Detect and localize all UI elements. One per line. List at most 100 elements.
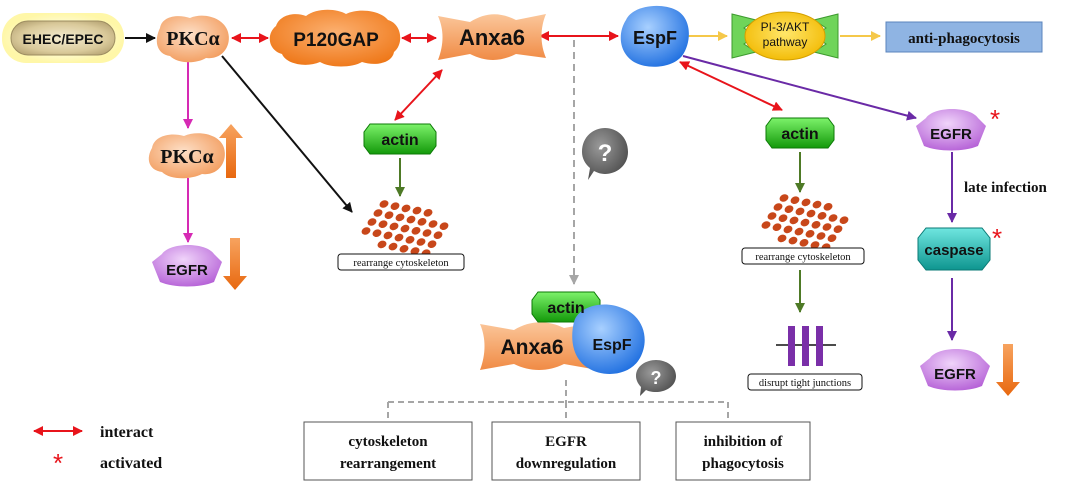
rearrange-cytoskeleton-left: rearrange cytoskeleton bbox=[337, 253, 465, 271]
pkca-top-label: PKCα bbox=[166, 28, 219, 50]
filament-bead bbox=[395, 213, 405, 222]
filament-bead bbox=[823, 203, 833, 211]
filament-bead bbox=[800, 218, 810, 227]
outcome-3-line1: inhibition of bbox=[704, 434, 784, 450]
legend-asterisk-symbol: * bbox=[53, 448, 63, 478]
filament-bead bbox=[400, 224, 410, 233]
outcome-egfr-downregulation: EGFR downregulation bbox=[491, 421, 641, 481]
question-bubble-bottom: ? bbox=[636, 360, 676, 396]
anti-phagocytosis-label: anti-phagocytosis bbox=[908, 31, 1020, 47]
filament-bead bbox=[833, 225, 843, 233]
tight-junction-icon bbox=[776, 326, 836, 366]
egfr-right-top-label: EGFR bbox=[930, 126, 972, 143]
egfr-activated-asterisk: * bbox=[990, 104, 1000, 134]
filament-bead bbox=[784, 205, 794, 213]
arrow-espf-to-egfr-right bbox=[682, 55, 917, 121]
arrows-layer bbox=[125, 31, 957, 420]
filament-bead bbox=[401, 204, 411, 213]
filament-bead bbox=[812, 200, 822, 209]
caspase-activated-asterisk: * bbox=[992, 223, 1002, 253]
filament-bead bbox=[417, 218, 427, 226]
filament-bead bbox=[411, 227, 421, 235]
anti-phagocytosis-node: anti-phagocytosis bbox=[885, 21, 1043, 53]
outcome-cytoskeleton-rearrangement: cytoskeleton rearrangement bbox=[303, 421, 473, 481]
filament-bead bbox=[361, 227, 371, 235]
question-top-label: ? bbox=[598, 140, 613, 167]
p120gap-label: P120GAP bbox=[293, 30, 379, 51]
filament-bead bbox=[416, 238, 426, 246]
actin-anxa6-espf-complex: actin Anxa6 EspF bbox=[480, 291, 645, 374]
filament-bead bbox=[422, 229, 432, 237]
filament-bead bbox=[389, 222, 399, 231]
actin-node-left: actin bbox=[363, 123, 437, 155]
filament-bead bbox=[817, 212, 827, 220]
ehec-epec-node: EHEC/EPEC bbox=[2, 13, 124, 63]
filament-bead bbox=[828, 214, 838, 222]
arrow-espf-actin-right bbox=[679, 61, 783, 111]
pkca-increase-arrow bbox=[219, 124, 243, 178]
legend: interact * activated bbox=[33, 424, 162, 478]
outcome-1-line2: rearrangement bbox=[340, 456, 436, 472]
actin-filament-right bbox=[761, 194, 849, 251]
actin-node-right: actin bbox=[765, 117, 835, 149]
filament-bead bbox=[783, 225, 793, 234]
actin-left-label: actin bbox=[381, 132, 418, 149]
filament-bead bbox=[406, 215, 416, 224]
actin-filament-left bbox=[361, 200, 449, 257]
filament-bead bbox=[423, 209, 433, 217]
filament-bead bbox=[777, 234, 787, 243]
filament-bead bbox=[399, 245, 409, 253]
disrupt-tj-label: disrupt tight junctions bbox=[759, 378, 851, 389]
egfr-node-right-top: EGFR bbox=[916, 109, 986, 151]
filament-bead bbox=[773, 203, 783, 211]
egfr-right-decrease-arrow bbox=[996, 344, 1020, 396]
filament-bead bbox=[412, 206, 422, 215]
p120gap-node: P120GAP bbox=[269, 9, 401, 67]
filament-bead bbox=[410, 247, 420, 255]
egfr-right-bottom-label: EGFR bbox=[934, 366, 976, 383]
outcome-bracket bbox=[387, 380, 729, 420]
outcome-3-line2: phagocytosis bbox=[702, 456, 784, 472]
disrupt-tight-junctions: disrupt tight junctions bbox=[747, 373, 863, 391]
complex-actin-label: actin bbox=[547, 300, 584, 317]
anxa6-top-label: Anxa6 bbox=[459, 25, 525, 50]
filament-bead bbox=[379, 200, 389, 208]
pkca-mid-label: PKCα bbox=[160, 146, 213, 168]
filament-bead bbox=[799, 239, 809, 247]
arrow-pkca-to-cytoskeleton bbox=[221, 55, 353, 213]
ehec-epec-label: EHEC/EPEC bbox=[23, 31, 104, 47]
arrow-anxa6-actin-left bbox=[394, 69, 443, 121]
pi3akt-label-line1: PI-3/AKT bbox=[761, 20, 810, 34]
rearrange-right-label: rearrange cytoskeleton bbox=[755, 252, 851, 263]
egfr-node-left: EGFR bbox=[152, 245, 222, 287]
filament-bead bbox=[811, 221, 821, 229]
filament-bead bbox=[761, 221, 771, 229]
complex-anxa6-shape bbox=[480, 322, 598, 370]
espf-top-label: EspF bbox=[633, 28, 677, 48]
filament-bead bbox=[767, 212, 777, 220]
filament-bead bbox=[394, 233, 404, 242]
filament-bead bbox=[794, 227, 804, 236]
rearrange-left-label: rearrange cytoskeleton bbox=[353, 258, 449, 269]
pkca-node-top: PKCα bbox=[156, 15, 229, 63]
filament-bead bbox=[405, 236, 415, 244]
filament-bead bbox=[372, 229, 382, 237]
filament-bead bbox=[779, 194, 789, 202]
caspase-node: caspase bbox=[917, 227, 991, 271]
pi3akt-node: PI-3/AKT pathway bbox=[731, 11, 839, 61]
espf-node-top: EspF bbox=[620, 5, 689, 67]
caspase-label: caspase bbox=[924, 242, 983, 259]
legend-activated-label: activated bbox=[100, 455, 162, 472]
egfr-left-decrease-arrow bbox=[223, 238, 247, 290]
anxa6-node-top: Anxa6 bbox=[438, 14, 546, 60]
filament-bead bbox=[790, 196, 800, 204]
filament-bead bbox=[388, 242, 398, 251]
filament-bead bbox=[810, 241, 820, 249]
filament-bead bbox=[822, 223, 832, 231]
filament-bead bbox=[439, 222, 449, 230]
filament-bead bbox=[377, 240, 387, 249]
filament-bead bbox=[384, 211, 394, 219]
pi3akt-label-line2: pathway bbox=[763, 35, 808, 49]
outcome-1-line1: cytoskeleton bbox=[348, 434, 428, 450]
filament-bead bbox=[778, 214, 788, 222]
